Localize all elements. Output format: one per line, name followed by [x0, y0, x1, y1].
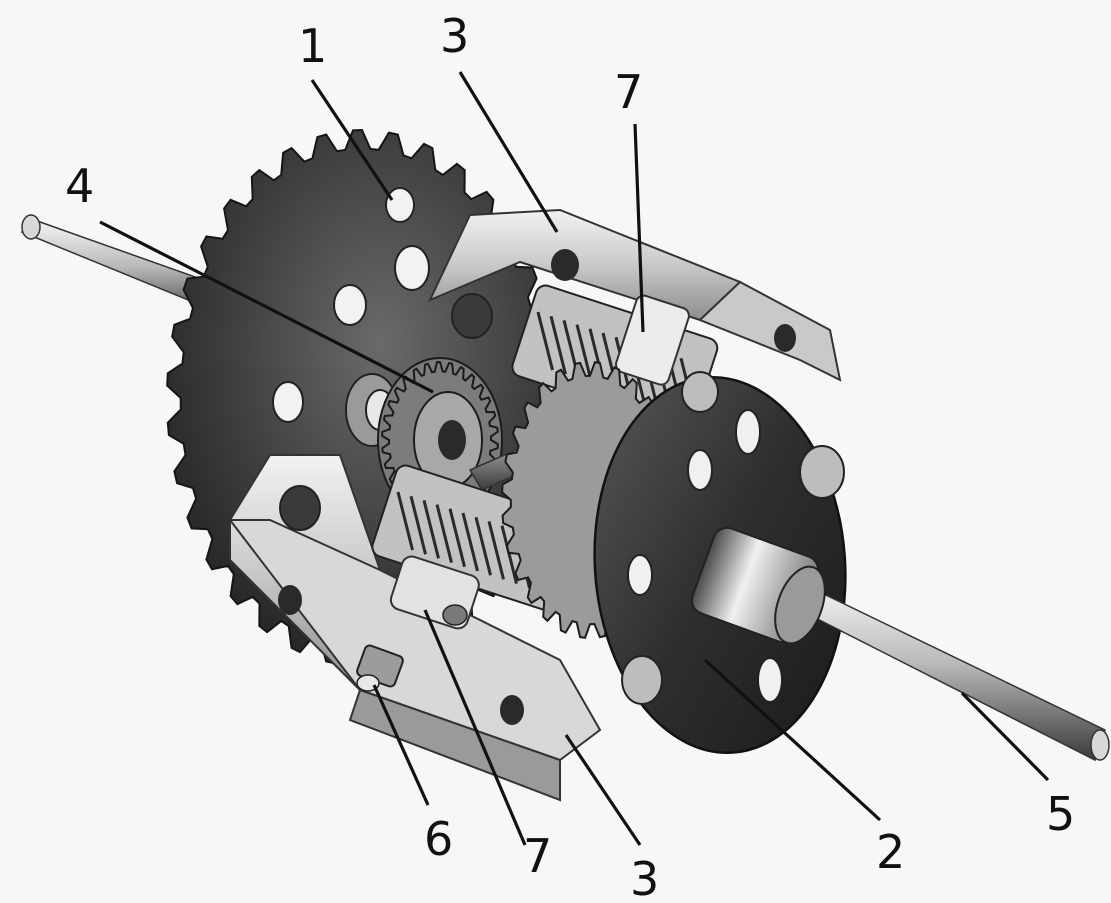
leader-3-top	[458, 71, 559, 233]
shaft-collar	[690, 526, 826, 645]
callout-7-bottom: 7	[523, 829, 552, 883]
callout-4: 4	[65, 159, 94, 213]
right-axle-shaft	[788, 584, 1110, 762]
callout-2: 2	[876, 825, 905, 879]
callout-6: 6	[424, 812, 453, 866]
callout-3-top: 3	[440, 9, 469, 63]
leader-6	[372, 684, 430, 806]
leader-lines	[99, 71, 1050, 846]
leader-4	[99, 220, 434, 394]
callout-7-top: 7	[614, 65, 643, 119]
leader-1	[310, 79, 394, 201]
callout-labels: 1 3 7 4 6 7 3 2 5	[65, 9, 1075, 903]
leader-7-bottom	[423, 609, 527, 846]
leader-5	[960, 691, 1050, 782]
callout-3-bottom: 3	[630, 852, 659, 903]
callout-1: 1	[298, 19, 327, 73]
leader-2	[703, 658, 882, 822]
leader-3-bottom	[564, 734, 642, 846]
callout-5: 5	[1046, 787, 1075, 841]
leader-7-top	[633, 123, 645, 333]
cage-frame	[227, 208, 842, 802]
